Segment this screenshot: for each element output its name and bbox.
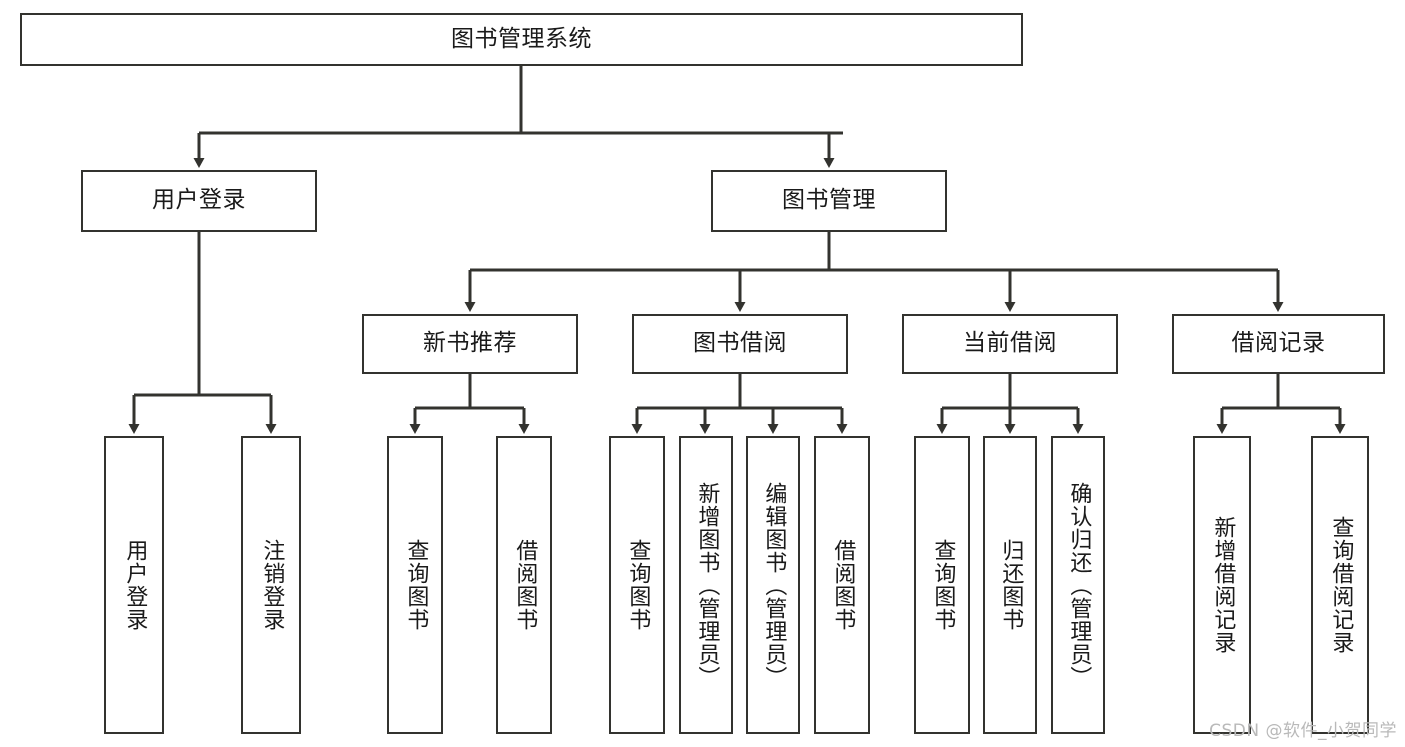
leaf-book-borrow-borrow[interactable]: 借阅图书 bbox=[814, 436, 870, 734]
node-root-system[interactable]: 图书管理系统 bbox=[20, 13, 1023, 66]
leaf-current-borrow-query[interactable]: 查询图书 bbox=[914, 436, 970, 734]
node-label: 新增图书（管理员） bbox=[694, 481, 720, 689]
node-label: 借阅记录 bbox=[1231, 330, 1326, 357]
node-label: 当前借阅 bbox=[963, 330, 1057, 357]
csdn-watermark: CSDN @软件_小贺同学 bbox=[1209, 721, 1397, 741]
node-label: 查询借阅记录 bbox=[1328, 516, 1354, 654]
node-label: 借阅图书 bbox=[512, 539, 538, 631]
node-label: 查询图书 bbox=[403, 539, 429, 631]
leaf-user-login-logout[interactable]: 注销登录 bbox=[241, 436, 301, 734]
leaf-new-book-borrow[interactable]: 借阅图书 bbox=[496, 436, 552, 734]
leaf-current-borrow-confirm-return[interactable]: 确认归还（管理员） bbox=[1051, 436, 1105, 734]
node-book-management[interactable]: 图书管理 bbox=[711, 170, 947, 232]
leaf-book-borrow-add[interactable]: 新增图书（管理员） bbox=[679, 436, 733, 734]
node-label: 新增借阅记录 bbox=[1210, 516, 1236, 654]
leaf-current-borrow-return[interactable]: 归还图书 bbox=[983, 436, 1037, 734]
leaf-borrow-record-query[interactable]: 查询借阅记录 bbox=[1311, 436, 1369, 734]
node-label: 确认归还（管理员） bbox=[1066, 481, 1092, 689]
leaf-borrow-record-add[interactable]: 新增借阅记录 bbox=[1193, 436, 1251, 734]
node-label: 新书推荐 bbox=[423, 330, 517, 357]
node-book-borrow[interactable]: 图书借阅 bbox=[632, 314, 848, 374]
node-label: 查询图书 bbox=[930, 539, 956, 631]
node-label: 用户登录 bbox=[152, 187, 246, 214]
node-label: 借阅图书 bbox=[830, 539, 856, 631]
leaf-new-book-query[interactable]: 查询图书 bbox=[387, 436, 443, 734]
node-label: 编辑图书（管理员） bbox=[761, 481, 787, 689]
node-user-login[interactable]: 用户登录 bbox=[81, 170, 317, 232]
node-label: 图书借阅 bbox=[693, 330, 787, 357]
node-label: 查询图书 bbox=[625, 539, 651, 631]
node-label: 归还图书 bbox=[998, 539, 1024, 631]
node-label: 用户登录 bbox=[122, 539, 148, 631]
node-current-borrow[interactable]: 当前借阅 bbox=[902, 314, 1118, 374]
node-borrow-record[interactable]: 借阅记录 bbox=[1172, 314, 1385, 374]
leaf-book-borrow-query[interactable]: 查询图书 bbox=[609, 436, 665, 734]
node-label: 图书管理 bbox=[782, 187, 876, 214]
leaf-book-borrow-edit[interactable]: 编辑图书（管理员） bbox=[746, 436, 800, 734]
leaf-user-login-login[interactable]: 用户登录 bbox=[104, 436, 164, 734]
node-new-book-recommend[interactable]: 新书推荐 bbox=[362, 314, 578, 374]
node-label: 注销登录 bbox=[259, 539, 285, 631]
node-label: 图书管理系统 bbox=[451, 25, 592, 52]
